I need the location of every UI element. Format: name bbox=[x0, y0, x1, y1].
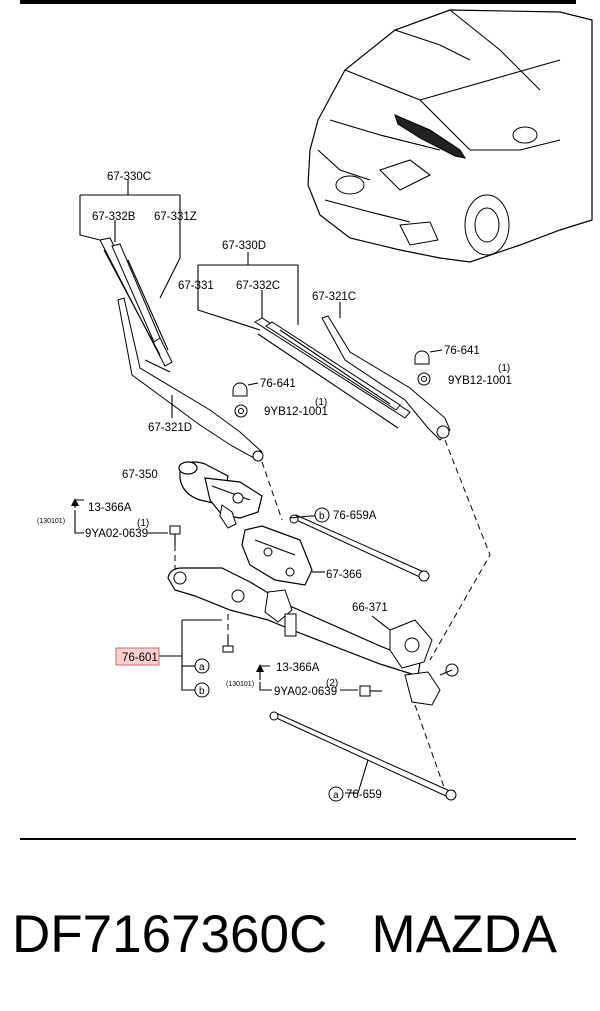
wiper-blade-icon bbox=[99, 237, 173, 367]
top-rule bbox=[20, 0, 576, 4]
cap-icon bbox=[232, 382, 248, 397]
label-13-366a-top: 13-366A bbox=[88, 502, 132, 514]
part-number: DF7167360C bbox=[12, 905, 328, 964]
highlight-box bbox=[115, 647, 160, 666]
label-76-659: 76-659 bbox=[346, 789, 382, 801]
label-67-321d: 67-321D bbox=[148, 422, 192, 434]
label-130101-bottom: (130101) bbox=[226, 681, 254, 688]
label-76-601: 76-601 bbox=[122, 652, 158, 664]
bolt-icon bbox=[359, 685, 382, 697]
label-67-321c: 67-321C bbox=[312, 291, 356, 303]
callout-circle-a bbox=[194, 658, 210, 674]
label-76-641-left: 76-641 bbox=[260, 378, 296, 390]
label-67-331: 67-331 bbox=[178, 280, 214, 292]
brand-name: MAZDA bbox=[371, 905, 557, 964]
label-67-330d: 67-330D bbox=[222, 240, 266, 252]
wiper-arm-icon bbox=[321, 315, 451, 441]
label-9yb12-1001-right: 9YB12-1001 bbox=[448, 375, 512, 387]
label-67-366: 67-366 bbox=[326, 569, 362, 581]
qty-1-bolt: (1) bbox=[137, 518, 149, 529]
wiper-motor-icon bbox=[178, 461, 263, 529]
callout-b-text-top: b bbox=[319, 511, 325, 522]
label-67-332b: 67-332B bbox=[92, 211, 136, 223]
label-66-371: 66-371 bbox=[352, 602, 388, 614]
qty-2-bolt: (2) bbox=[326, 678, 338, 689]
footer-caption: DF7167360C MAZDA bbox=[12, 895, 597, 975]
callout-circle-b bbox=[314, 507, 330, 523]
callout-a-text: a bbox=[199, 662, 205, 673]
bolt-icon bbox=[169, 525, 181, 546]
callout-b-text: b bbox=[199, 686, 205, 697]
wiper-arm-icon bbox=[117, 297, 264, 462]
label-9ya02-0639-bottom: 9YA02-0639 bbox=[274, 686, 337, 698]
label-76-641-right: 76-641 bbox=[444, 345, 480, 357]
bolt-icon bbox=[222, 636, 234, 653]
label-67-331z: 67-331Z bbox=[154, 211, 197, 223]
label-130101-top: (130101) bbox=[37, 518, 65, 525]
bottom-rule bbox=[20, 838, 576, 840]
car-icon bbox=[307, 9, 593, 263]
label-67-350: 67-350 bbox=[122, 469, 158, 481]
label-9ya02-0639-top: 9YA02-0639 bbox=[85, 528, 148, 540]
wiper-blade-icon bbox=[254, 317, 411, 429]
label-76-659a: 76-659A bbox=[333, 510, 377, 522]
nut-icon bbox=[234, 404, 248, 418]
label-67-330c: 67-330C bbox=[107, 171, 151, 183]
label-9yb12-1001-left: 9YB12-1001 bbox=[264, 406, 328, 418]
wiper-linkage-icon bbox=[167, 567, 459, 706]
label-13-366a-bottom: 13-366A bbox=[276, 662, 320, 674]
nut-icon bbox=[417, 372, 431, 386]
label-67-332c: 67-332C bbox=[236, 280, 280, 292]
qty-1-right: (1) bbox=[498, 363, 510, 374]
qty-1-left: (1) bbox=[315, 397, 327, 408]
callout-circle-b bbox=[194, 682, 210, 698]
cap-icon bbox=[414, 350, 430, 365]
wiper-diagram: 67-330C 67-332B 67-331Z 67-330D 67-331 6… bbox=[37, 9, 593, 802]
callout-a-text-bottom: a bbox=[333, 790, 339, 801]
callout-circle-a bbox=[328, 786, 344, 802]
